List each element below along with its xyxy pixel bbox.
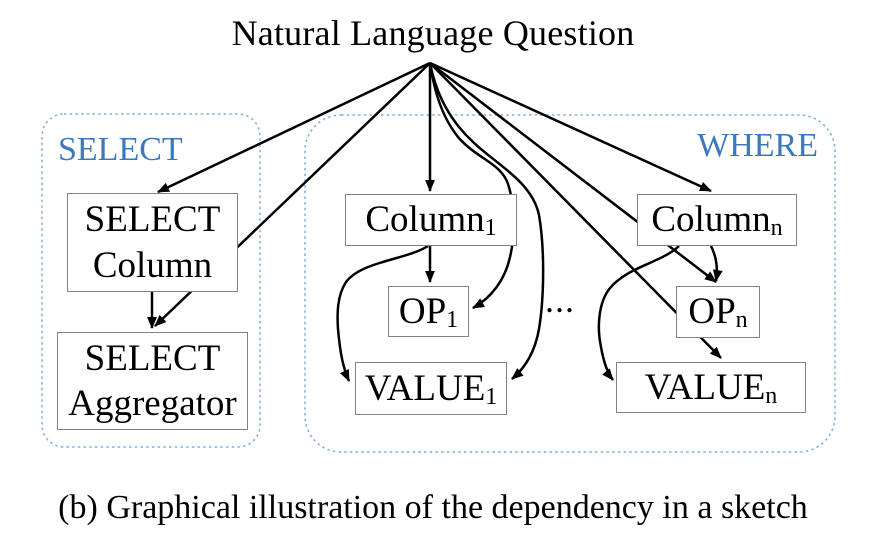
page-title: Natural Language Question xyxy=(231,13,635,53)
select-group-container xyxy=(41,113,261,448)
node-select-column-line2: Column xyxy=(92,244,213,286)
node-column1-label: Column xyxy=(365,199,485,241)
node-select-aggregator-line1: SELECT xyxy=(84,337,221,379)
figure-caption: (b) Graphical illustration of the depend… xyxy=(58,489,808,526)
node-select-column: SELECT Column xyxy=(67,193,238,292)
node-select-column-line1: SELECT xyxy=(84,199,221,241)
node-value-n-label: VALUE xyxy=(644,366,766,408)
arrow-nlq-to-value1 xyxy=(428,62,545,380)
node-select-aggregator: SELECT Aggregator xyxy=(57,332,248,430)
arrow-column-n-to-op-n xyxy=(709,245,723,282)
where-group-label: WHERE xyxy=(697,127,818,164)
arrow-column1-to-value1 xyxy=(336,244,429,382)
arrow-nlq-to-value-n xyxy=(429,62,722,359)
node-column-n-label: Column xyxy=(651,199,771,241)
arrow-nlq-to-op1 xyxy=(428,62,515,310)
select-group-label: SELECT xyxy=(58,131,183,168)
node-op1-label: OP xyxy=(398,290,447,332)
where-group-container xyxy=(304,114,836,453)
arrow-nlq-to-column-n xyxy=(429,61,712,193)
conditions-ellipsis: ... xyxy=(545,280,575,320)
node-op-n-label: OP xyxy=(688,291,736,333)
node-value1-label: VALUE xyxy=(364,367,486,409)
arrow-column-n-to-value-n xyxy=(597,245,680,381)
node-select-aggregator-line2: Aggregator xyxy=(68,383,237,424)
arrow-nlq-to-select-column xyxy=(157,61,431,194)
